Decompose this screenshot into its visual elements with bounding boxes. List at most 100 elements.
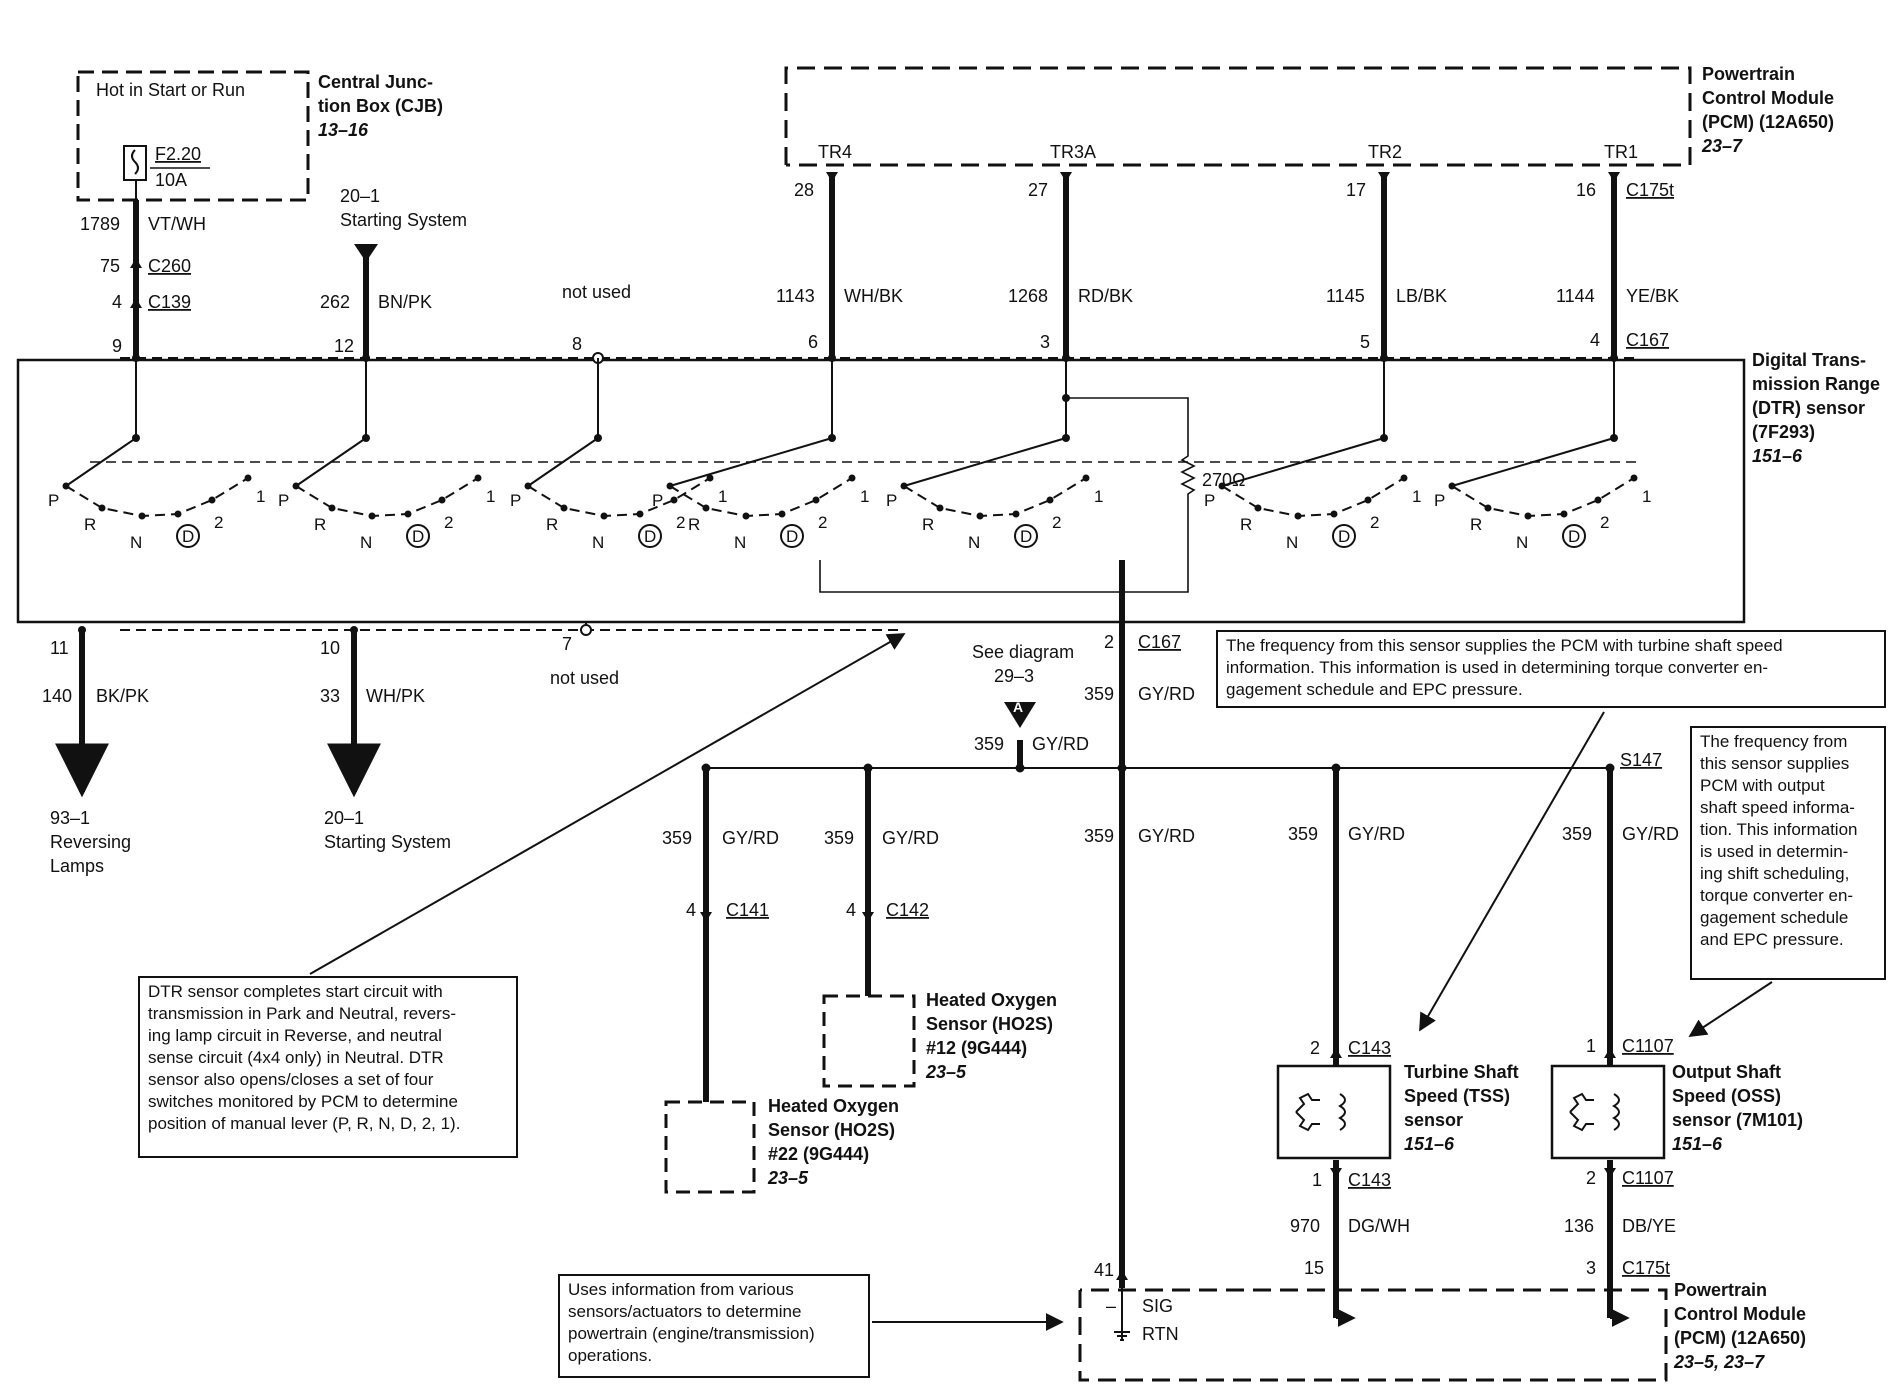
w-359-ho22-num: 359 [662,828,692,848]
not-used-bottom: not used [550,668,619,688]
ho22-ref: 23–5 [767,1168,809,1188]
c167-bottom: C167 [1138,632,1181,652]
tss-title-3: sensor [1404,1110,1463,1130]
pcm-sig-minus: – [1106,1296,1116,1316]
drive-circle-icon [638,524,662,548]
top-wire-labels: 1789 VT/WH 75 C260 4 C139 9 20–1 Startin… [80,180,1679,356]
pcm-pin-3: 3 [1586,1258,1596,1278]
tss-title-2: Speed (TSS) [1404,1086,1510,1106]
pcm-rtn-label: RTN [1142,1324,1179,1344]
switch-pos-1: 1 [860,487,869,506]
ho2s-22-sensor: Heated Oxygen Sensor (HO2S) #22 (9G444) … [664,1096,899,1194]
pcm-pin-41: 41 [1094,1260,1114,1280]
ground-icon [1114,1331,1130,1341]
pcm-pin-tr2: TR2 [1368,142,1402,162]
switch-pos-P: P [278,491,289,510]
dtr-pin-12: 12 [334,336,354,356]
drive-circle-icon [1332,524,1356,548]
w-140-num: 140 [42,686,72,706]
switch-pos-D: D [644,527,656,546]
w-262-color: BN/PK [378,292,432,312]
w-33-num: 33 [320,686,340,706]
switch-pos-P: P [510,491,521,510]
pcm-pin-tr1: TR1 [1604,142,1638,162]
switch-pos-P: P [1434,491,1445,510]
oss-title-1: Output Shaft [1672,1062,1781,1082]
bottom-wire-labels: 11 140 BK/PK 93–1 Reversing Lamps 10 33 … [42,632,1679,1280]
oss-sensor: Output Shaft Speed (OSS) sensor (7M101) … [1550,1062,1803,1160]
tss-sensor: Turbine Shaft Speed (TSS) sensor 151–6 [1276,1062,1519,1160]
dtr-pin-4: 4 [1590,330,1600,350]
s147-label: S147 [1620,750,1662,770]
oss-title-3: sensor (7M101) [1672,1110,1803,1130]
pcm-pin-tr3a: TR3A [1050,142,1096,162]
drive-circle-icon [176,524,200,548]
switch-pos-D: D [1020,527,1032,546]
tss-title-1: Turbine Shaft [1404,1062,1519,1082]
switch-pos-D: D [1338,527,1350,546]
w-136-color: DB/YE [1622,1216,1676,1236]
pcm-top-title-1: Powertrain [1702,64,1795,84]
tss-info-note: The frequency from this sensor supplies … [1216,630,1886,708]
c141-pin: 4 [686,900,696,920]
w-1143-num: 1143 [776,286,815,306]
switch-pos-N: N [592,533,604,552]
fuse-rating: 10A [155,170,187,190]
pcm-bottom-title-1: Powertrain [1674,1280,1767,1300]
w-33-color: WH/PK [366,686,425,706]
w-1268-color: RD/BK [1078,286,1133,306]
w-1789-num: 1789 [80,214,120,234]
w-359-dtr-color: GY/RD [1138,684,1195,704]
w-1144-color: YE/BK [1626,286,1679,306]
w-359-a-num: 359 [974,734,1004,754]
starting-system-arrow-icon [354,244,378,262]
tss-gear-icon [1295,1092,1346,1132]
dtr-pin-3: 3 [1040,332,1050,352]
oss-title-2: Speed (OSS) [1672,1086,1781,1106]
ho22-title-2: Sensor (HO2S) [768,1120,895,1140]
switch-pos-N: N [360,533,372,552]
switch-pos-R: R [922,515,934,534]
c260-pin: 75 [100,256,120,276]
dtr-title-4: (7F293) [1752,422,1815,442]
w-1145-color: LB/BK [1396,286,1447,306]
switch-pos-2: 2 [444,513,453,532]
rev-ref-text-2: Lamps [50,856,104,876]
oss-gear-icon [1569,1092,1620,1132]
top-wires [130,172,1620,358]
switch-pos-P: P [886,491,897,510]
resistor-label: 270Ω [1202,470,1246,490]
c1107-label-a: C1107 [1622,1036,1674,1056]
ho12-title-2: Sensor (HO2S) [926,1014,1053,1034]
w-359-tss-num: 359 [1288,824,1318,844]
switch-pos-R: R [688,515,700,534]
switch-pos-N: N [130,533,142,552]
ho2s-12-sensor: Heated Oxygen Sensor (HO2S) #12 (9G444) … [822,990,1057,1088]
c175t-top: C175t [1626,180,1674,200]
pcm-sig-label: SIG [1142,1296,1173,1316]
switch-pos-D: D [786,527,798,546]
c142-label: C142 [886,900,929,920]
switch-pos-P: P [1204,491,1215,510]
c1107-pin-2: 2 [1586,1168,1596,1188]
ss2-ref-num: 20–1 [324,808,364,828]
w-359-a-color: GY/RD [1032,734,1089,754]
w-359-dtr-num: 359 [1084,684,1114,704]
resistor-270-icon [819,397,1196,593]
ho12-title-3: #12 (9G444) [926,1038,1027,1058]
pcm-bottom: – SIG RTN Powertrain Control Module (PCM… [1078,1280,1806,1382]
central-junction-box: Hot in Start or Run F2.20 10A Central Ju… [76,70,443,202]
c141-label: C141 [726,900,769,920]
dtr-pin-2: 2 [1104,632,1114,652]
w-1789-color: VT/WH [148,214,206,234]
cjb-title-2: tion Box (CJB) [318,96,443,116]
w-970-color: DG/WH [1348,1216,1410,1236]
